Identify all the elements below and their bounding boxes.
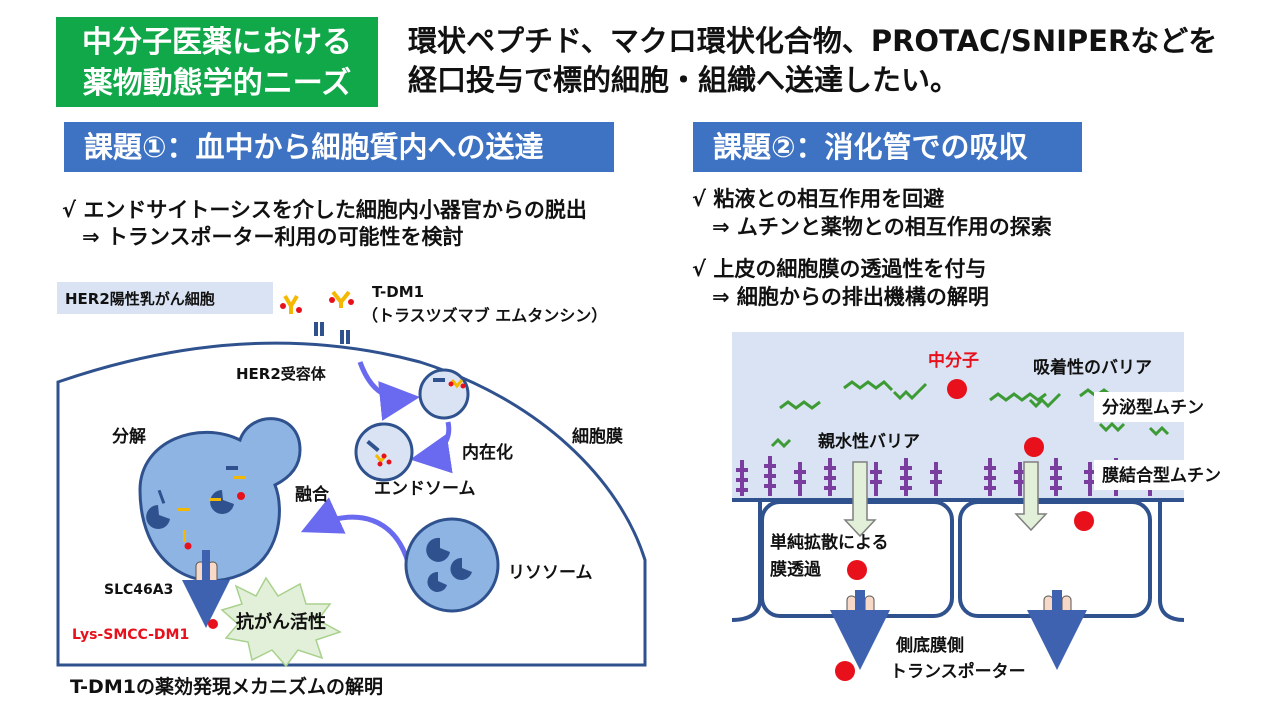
needs-title-line1: 中分子医薬における: [82, 25, 352, 60]
slc46a3-label: SLC46A3: [104, 582, 173, 598]
drug-full-name-label: （トラスツズマブ エムタンシン）: [362, 306, 607, 325]
her2-receptor-icon: [314, 322, 324, 336]
passive-diffusion-label-line1: 単純拡散による: [770, 532, 889, 553]
hydrophilic-barrier-label: 親水性バリア: [818, 431, 920, 452]
issue1-bullet1: √ エンドサイトーシスを介した細胞内小器官からの脱出: [62, 198, 587, 222]
mid-molecule-label: 中分子: [928, 350, 979, 371]
hydrophilic-barrier-arrow: [1014, 461, 1048, 532]
needs-title-line2: 薬物動態学的ニーズ: [82, 66, 352, 101]
t-dm1-antibody-icon: [329, 290, 354, 308]
headline-line1: 環状ペプチド、マクロ環状化合物、PROTAC/SNIPERなどを: [408, 24, 1218, 58]
hydrophilic-barrier-arrow: [843, 461, 877, 538]
issue2-bullet2: √ 上皮の細胞膜の透過性を付与: [692, 257, 987, 281]
passive-diffusion-label-line2: 膜透過: [770, 559, 822, 580]
secreted-mucin-label: 分泌型ムチン: [1102, 397, 1204, 418]
anticancer-activity-label: 抗がん活性: [236, 611, 326, 633]
issue2-bullet2-sub: ⇒ 細胞からの排出機構の解明: [712, 285, 989, 309]
issue2-bullet1-sub: ⇒ ムチンと薬物との相互作用の探索: [712, 215, 1052, 239]
cell-membrane-label: 細胞膜: [572, 426, 623, 447]
mechanism-caption: T-DM1の薬効発現メカニズムの解明: [70, 675, 383, 698]
invagination-vesicle: [418, 368, 470, 420]
metabolite-label: Lys-SMCC-DM1: [72, 627, 189, 643]
degradation-label: 分解: [112, 426, 146, 447]
lysosome-label: リソソーム: [508, 563, 593, 583]
gi-absorption-diagram: 中分子 吸着性のバリア 分泌型ムチン 親水性バリア 膜結合型ムチン 単純拡散によ…: [731, 332, 1250, 682]
endosome-label: エンドソーム: [374, 479, 476, 499]
basolateral-label-line1: 側底膜側: [895, 635, 964, 656]
endosome: [354, 422, 414, 482]
adsorptive-barrier-label: 吸着性のバリア: [1033, 357, 1152, 378]
epithelial-cell: [731, 498, 763, 622]
membrane-mucin-label: 膜結合型ムチン: [1102, 465, 1221, 486]
issue2-title: 課題②：消化管での吸収: [693, 122, 1082, 172]
issue1-bullet1-sub: ⇒ トランスポーター利用の可能性を検討: [82, 225, 464, 249]
drug-name-label: T-DM1: [372, 283, 424, 301]
issue2-bullet1: √ 粘液との相互作用を回避: [692, 187, 945, 211]
secreted-mucin-icon: [770, 380, 1170, 449]
basolateral-label-line2: トランスポーター: [890, 661, 1026, 682]
headline-line2: 経口投与で標的細胞・組織へ送達したい。: [408, 63, 960, 97]
her2-receptor-label: HER2受容体: [236, 365, 327, 383]
her2-receptor-icon: [340, 330, 350, 344]
t-dm1-antibody-icon: [280, 294, 302, 314]
issue1-title: 課題①：血中から細胞質内への送達: [64, 122, 614, 172]
fusion-label: 融合: [295, 484, 330, 505]
anticancer-activity-burst: [220, 576, 342, 668]
t-dm1-mechanism-diagram: HER2陽性乳がん細胞 T-DM1 （トラスツズマブ エムタンシン） HER2受…: [56, 282, 647, 698]
headline: 環状ペプチド、マクロ環状化合物、PROTAC/SNIPERなどを 経口投与で標的…: [408, 22, 1217, 100]
cell-type-box: [57, 282, 273, 314]
cell-type-label: HER2陽性乳がん細胞: [65, 290, 215, 308]
needs-title-box: 中分子医薬における 薬物動態学的ニーズ: [56, 17, 378, 107]
internalization-label: 内在化: [462, 442, 513, 463]
